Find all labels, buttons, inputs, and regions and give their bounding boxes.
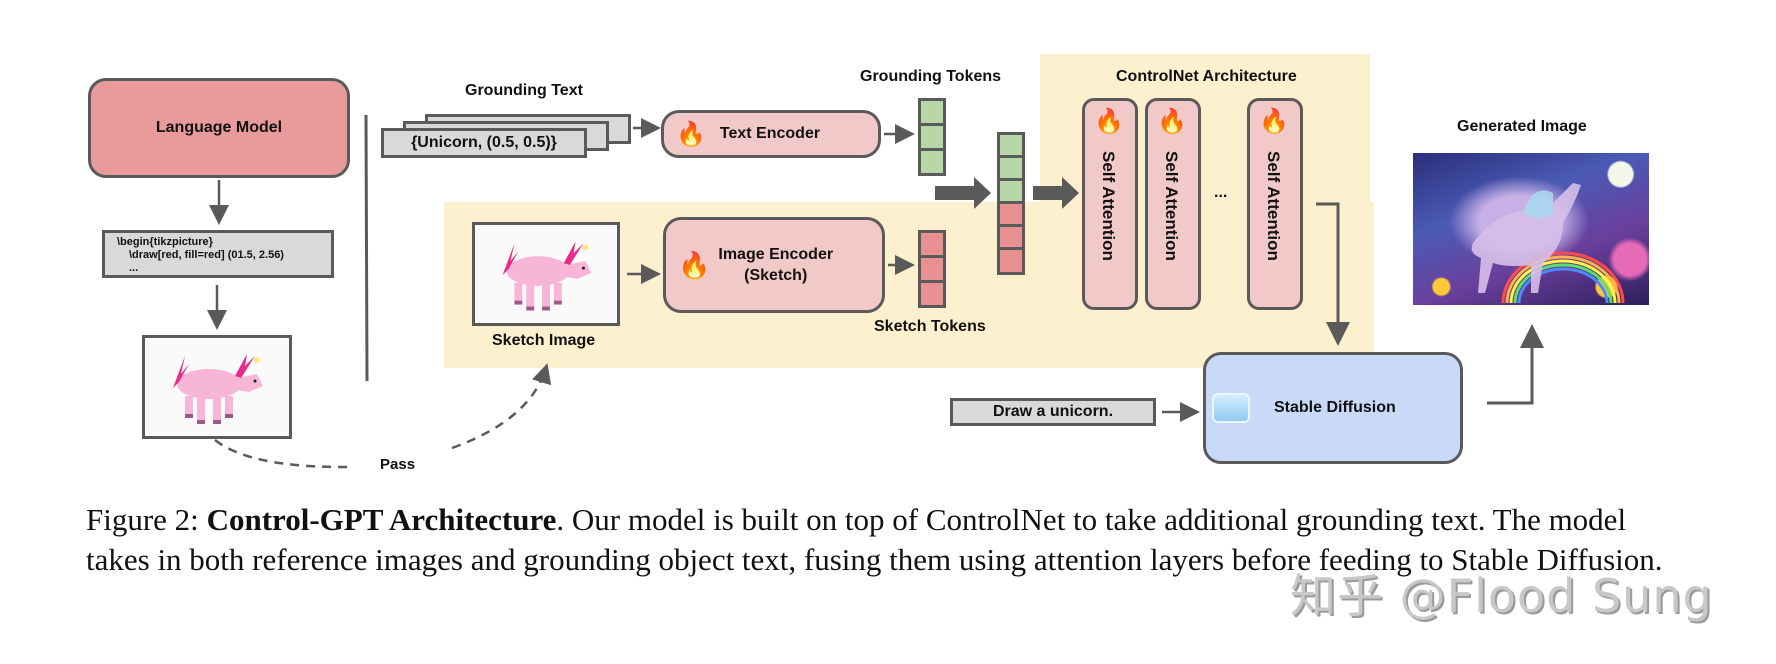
tikz-code-box: \begin{tikzpicture} \draw[red, fill=red]… xyxy=(102,230,334,278)
sketch-token xyxy=(918,255,946,283)
tikz-line-2: \draw[red, fill=red] (01.5, 2.56) xyxy=(129,249,284,261)
sketch-image-frame xyxy=(472,222,620,326)
generated-unicorn-image xyxy=(1413,153,1649,305)
figure-caption: Figure 2: Control-GPT Architecture. Our … xyxy=(86,500,1666,580)
watermark: 知乎 @Flood Sung xyxy=(1290,569,1713,623)
fat-arrow-to-controlnet xyxy=(1033,177,1079,209)
unicorn-sketch-icon xyxy=(173,354,263,424)
arrow-controlnet-to-sd xyxy=(1316,202,1350,346)
stable-diffusion-label: Stable Diffusion xyxy=(1274,399,1396,416)
language-model-label: Language Model xyxy=(155,119,283,136)
tikz-line-3: ... xyxy=(129,262,139,274)
generated-image-title: Generated Image xyxy=(1457,118,1587,135)
text-encoder-box: 🔥 Text Encoder xyxy=(661,110,881,158)
grounding-text-title: Grounding Text xyxy=(465,82,583,99)
prompt-value: Draw a unicorn. xyxy=(992,403,1114,420)
arrow-sd-to-image xyxy=(1487,324,1544,405)
pass-dashed-curve-to-sketch xyxy=(451,363,552,450)
controlnet-title: ControlNet Architecture xyxy=(1116,68,1297,85)
image-encoder-label-line2: (Sketch) xyxy=(744,267,808,284)
image-encoder-label: Image Encoder (Sketch) xyxy=(718,244,833,286)
caption-title: Control-GPT Architecture xyxy=(206,502,557,537)
language-model-box: Language Model xyxy=(88,78,350,178)
sketch-image-label: Sketch Image xyxy=(492,332,596,349)
unicorn-sketch-icon xyxy=(502,241,592,311)
grounding-text-value: {Unicorn, (0.5, 0.5)} xyxy=(411,134,557,151)
fused-token xyxy=(997,247,1025,275)
rendered-sketch-frame xyxy=(142,335,292,439)
fire-icon: 🔥 xyxy=(1259,108,1289,135)
prompt-box: Draw a unicorn. xyxy=(950,398,1156,426)
caption-prefix: Figure 2: xyxy=(86,502,207,537)
sketch-token xyxy=(918,280,946,308)
grounding-token xyxy=(918,98,946,126)
divider-line xyxy=(364,114,369,382)
controlnet-ellipsis: ... xyxy=(1214,184,1228,201)
image-encoder-label-line1: Image Encoder xyxy=(718,246,834,263)
self-attention-block-2: 🔥 Self Attention xyxy=(1145,98,1201,310)
grounding-text-card: {Unicorn, (0.5, 0.5)} xyxy=(381,128,587,158)
stable-diffusion-box: Stable Diffusion xyxy=(1203,352,1463,464)
tikz-line-1: \begin{tikzpicture} xyxy=(117,236,213,248)
fire-icon: 🔥 xyxy=(1094,108,1124,135)
self-attention-block-3: 🔥 Self Attention xyxy=(1247,98,1303,310)
sketch-tokens-title: Sketch Tokens xyxy=(874,318,986,335)
rainbow-icon xyxy=(1471,183,1625,304)
caption-body: . Our model is built on top of ControlNe… xyxy=(86,502,1663,577)
fat-arrow-to-fused xyxy=(935,177,991,209)
image-encoder-box: 🔥 Image Encoder (Sketch) xyxy=(663,217,885,313)
fire-icon: 🔥 xyxy=(676,120,706,148)
self-attention-block-1: 🔥 Self Attention xyxy=(1082,98,1138,310)
grounding-token xyxy=(918,148,946,176)
fire-icon: 🔥 xyxy=(1157,108,1187,135)
ice-cube-icon xyxy=(1212,393,1250,423)
fire-icon: 🔥 xyxy=(678,249,711,280)
pass-dashed-curve xyxy=(214,439,351,469)
pass-label: Pass xyxy=(380,456,416,473)
grounding-tokens-title: Grounding Tokens xyxy=(860,68,1002,85)
text-encoder-label: Text Encoder xyxy=(719,125,821,142)
